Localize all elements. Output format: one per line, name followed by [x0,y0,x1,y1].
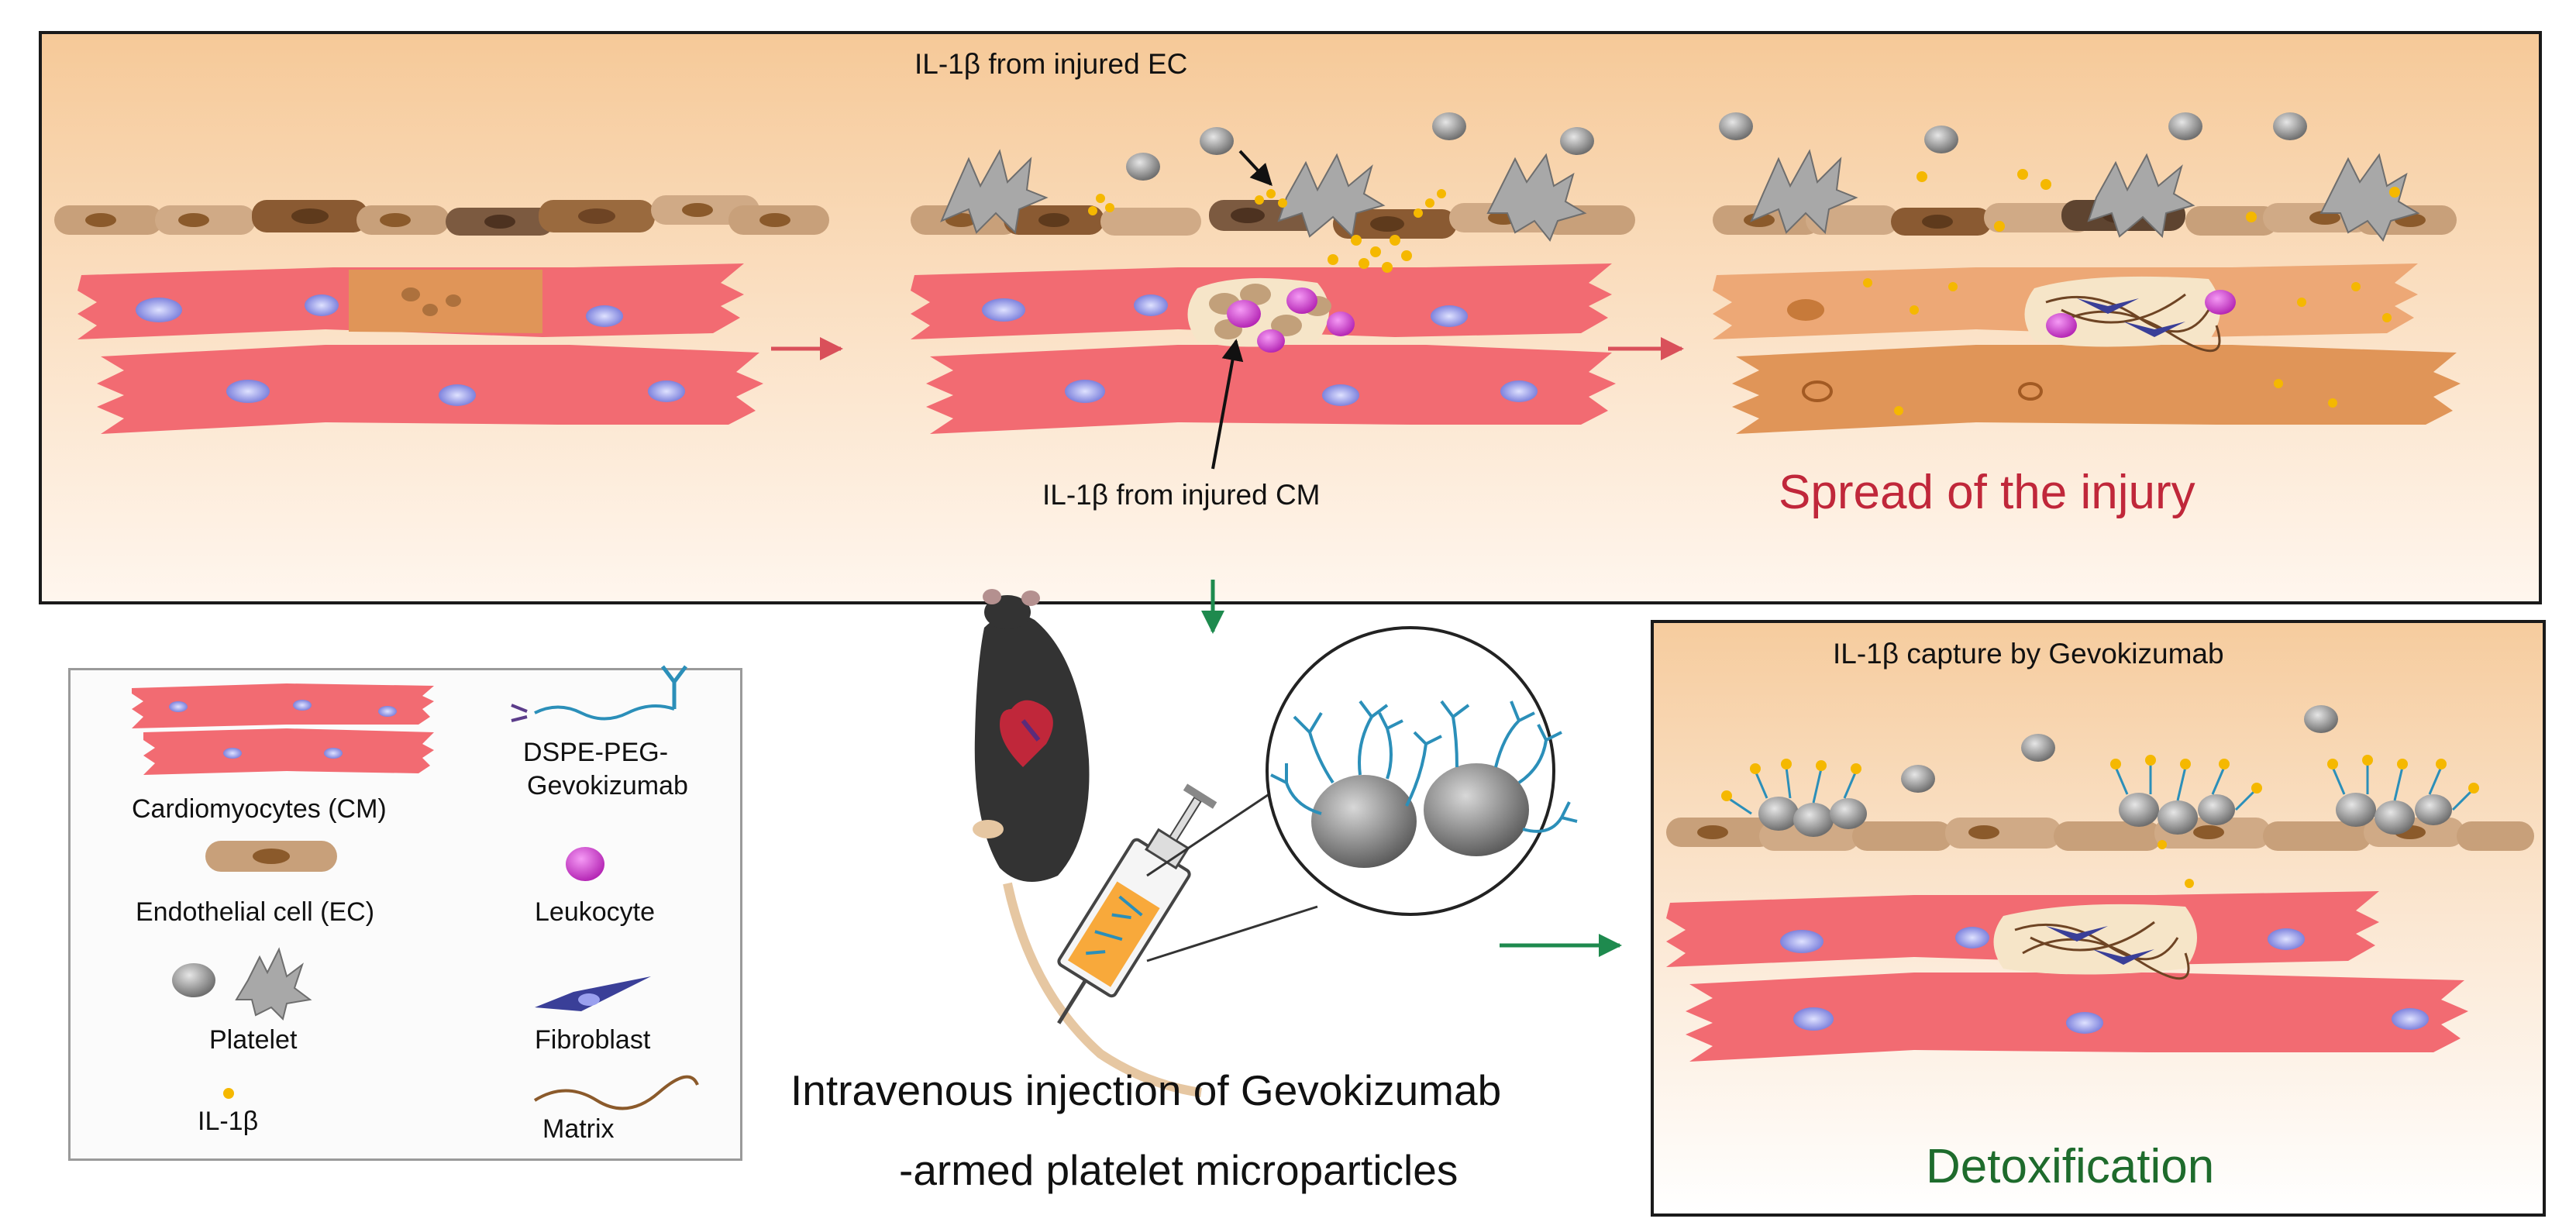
stage3-il1b-dots [1863,169,2400,415]
legend-dspe-label-1: DSPE-PEG- [523,738,669,767]
zoom-circle [1266,626,1578,916]
legend-matrix-label: Matrix [542,1114,615,1144]
right-cardiomyocytes [1666,891,2468,1062]
zoom-line [1146,781,1287,877]
legend-matrix-icon [533,1075,699,1110]
right-armed-platelets [1721,755,2479,888]
right-endothelium [1666,818,2534,851]
platelet [2273,112,2307,140]
platelet [2304,705,2338,733]
heart-icon [1000,700,1053,767]
legend-leukocyte-icon [566,847,604,881]
legend-platelet-icon [172,947,312,1021]
stage2-activated-platelets [940,149,1587,242]
zoom-line [1146,905,1318,962]
injection-line2: -armed platelet microparticles [899,1146,1458,1194]
stage3-injured-cardiomyocytes [1713,263,2461,434]
legend-endothelial-icon [205,841,337,872]
platelet [2021,734,2055,762]
legend-fibroblast-label: Fibroblast [535,1025,651,1055]
capture-label: IL-1β capture by Gevokizumab [1833,638,2224,670]
arrow-cm-label [1211,339,1244,470]
legend-cardiomyocyte-icon [132,683,434,775]
legend-endothelial-label: Endothelial cell (EC) [136,897,375,927]
platelet [1200,127,1234,155]
legend-dspe-label-2: Gevokizumab [527,771,688,800]
legend-il1b-label: IL-1β [198,1107,259,1136]
spread-label: Spread of the injury [1779,466,2195,519]
platelet [1126,153,1160,181]
platelet-microparticle [1424,763,1529,856]
platelet [1432,112,1466,140]
injection-line1: Intravenous injection of Gevokizumab [790,1066,1502,1114]
platelet-microparticle [1311,775,1417,868]
stage2-il1b-dots [1088,189,1446,273]
arrow-ec-label [1238,150,1273,187]
stage1-cardiomyocytes [77,263,763,434]
legend-dspe-icon [511,665,687,722]
stage3-activated-platelets [1750,149,2420,242]
syringe-icon [1057,783,1217,1024]
legend-platelet-label: Platelet [209,1025,298,1055]
detox-label: Detoxification [1926,1140,2215,1193]
antibody-icon [1270,700,1578,833]
platelet [2168,112,2202,140]
legend-il1b-icon [223,1088,234,1099]
il1b-cm-label: IL-1β from injured CM [1042,479,1321,511]
fibroblast-icon [535,976,651,1011]
stage2-cardiomyocytes [911,263,1616,434]
platelet [1560,127,1594,155]
legend-leukocyte-label: Leukocyte [535,897,655,927]
platelet [1719,112,1753,140]
platelet [1924,126,1958,153]
stage1-endothelium [54,195,829,236]
legend-cardiomyocytes-label: Cardiomyocytes (CM) [132,794,387,824]
il1b-ec-label: IL-1β from injured EC [914,48,1188,80]
platelet [1901,765,1935,793]
